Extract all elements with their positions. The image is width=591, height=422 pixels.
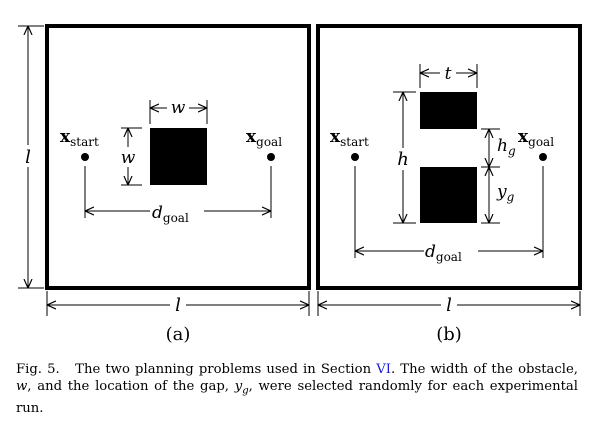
panel-a-width-dimension: w <box>149 98 208 124</box>
caption-text-4: , were selected randomly for each experi… <box>16 379 578 416</box>
panel-b-distance-dimension: dgoal <box>354 166 544 264</box>
panel-b-gap-location-label: yg <box>496 182 515 204</box>
panel-a-start-point <box>81 153 89 161</box>
caption-text-2: . The width of the obstacle, <box>390 362 578 377</box>
caption-var-w: w <box>16 379 28 394</box>
panel-a-side-horizontal-dimension: l <box>46 291 310 316</box>
panel-a-side-vertical-dimension: l <box>18 25 44 289</box>
panel-b-caption-label: (b) <box>436 324 462 345</box>
panel-a-side-horizontal-label: l <box>175 295 181 316</box>
caption-var-y: yg <box>234 379 249 397</box>
caption-text-3: , and the location of the gap, <box>27 379 229 394</box>
caption-lead: Fig. 5. <box>16 362 60 377</box>
panel-b-start-point <box>351 153 359 161</box>
figure-caption: Fig. 5. The two planning problems used i… <box>16 361 578 417</box>
planning-problems-diagram: w w xstart xgoal <box>18 24 582 345</box>
panel-b-gap-location-dimension: yg <box>481 167 518 224</box>
panel-b-goal-point <box>539 153 547 161</box>
panel-b-thickness-dimension: t <box>419 63 478 88</box>
panel-a: w w xstart xgoal <box>18 24 311 345</box>
panel-b-obstacle-top <box>420 92 477 129</box>
panel-b-gap-dimension: hg <box>481 128 518 168</box>
panel-a-height-dimension: w <box>119 127 142 186</box>
panel-b-gap-label: hg <box>497 136 516 158</box>
panel-a-workspace-border <box>45 24 311 290</box>
panel-a-distance-dimension: dgoal <box>84 166 272 225</box>
section-reference-link[interactable]: VI <box>376 362 391 377</box>
panel-b-distance-label: dgoal <box>425 242 462 264</box>
panel-b-obstacle-bottom <box>420 167 477 223</box>
panel-b-side-horizontal-dimension: l <box>317 291 581 316</box>
panel-a-obstacle <box>150 128 207 185</box>
panel-b-side-horizontal-label: l <box>446 295 452 316</box>
panel-a-start-label: xstart <box>60 127 99 149</box>
panel-a-width-label: w <box>171 98 186 118</box>
panel-b-height-label: h <box>397 149 409 170</box>
panel-b-thickness-label: t <box>445 64 452 84</box>
panel-b: t h hg <box>316 24 582 345</box>
panel-a-height-label: w <box>121 148 136 168</box>
caption-text-1: The two planning problems used in Sectio… <box>75 362 372 377</box>
panel-b-goal-label: xgoal <box>518 127 554 149</box>
panel-a-caption-label: (a) <box>166 324 191 345</box>
panel-b-start-label: xstart <box>330 127 369 149</box>
panel-b-workspace-border <box>316 24 582 290</box>
panel-a-distance-label: dgoal <box>152 203 189 225</box>
panel-a-goal-label: xgoal <box>246 127 282 149</box>
panel-a-side-vertical-label: l <box>25 147 31 168</box>
panel-a-goal-point <box>267 153 275 161</box>
panel-b-height-dimension: h <box>393 91 416 224</box>
